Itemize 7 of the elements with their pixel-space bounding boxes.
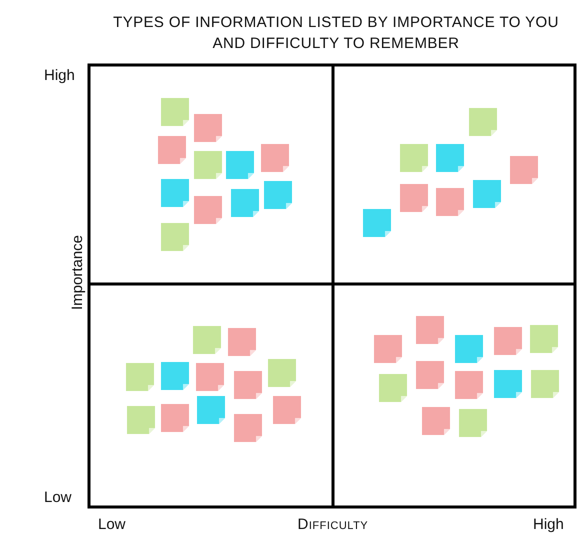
axis-title: DIFFICULTY bbox=[298, 516, 368, 533]
axis-tick-label: Low bbox=[98, 516, 126, 533]
axis-title: Importance bbox=[68, 234, 86, 310]
chart-title: TYPES OF INFORMATION LISTED BY IMPORTANCE TO YOU AND DIFFICULTY TO REMEMBER bbox=[112, 13, 560, 54]
axis-tick-label: High bbox=[44, 67, 75, 84]
axis-tick-label: High bbox=[533, 516, 564, 533]
axis-tick-label: Low bbox=[44, 489, 72, 506]
